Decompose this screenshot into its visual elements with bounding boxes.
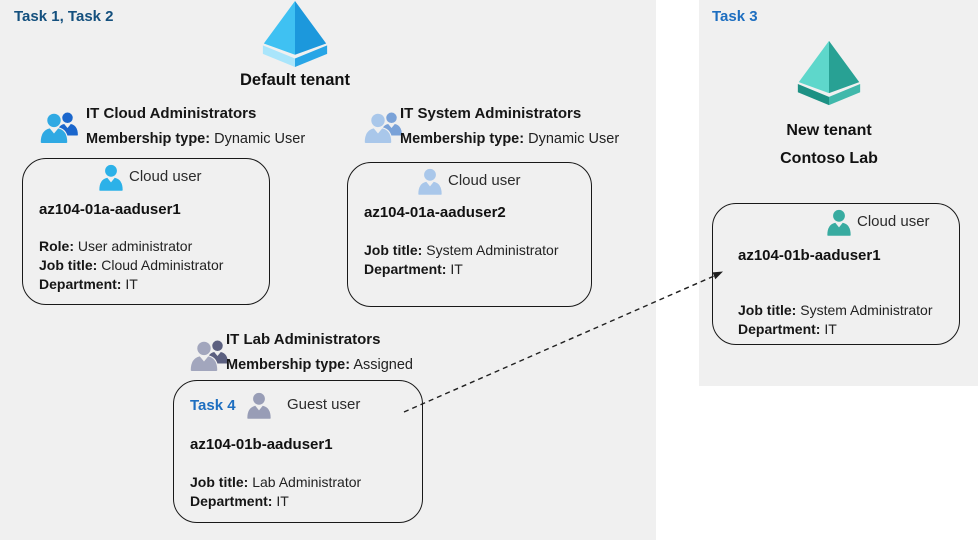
dept-line: Department: IT [738,320,933,339]
dept-line: Department: IT [39,275,223,294]
default-tenant-title: Default tenant [239,71,350,89]
guest-user-card: Task 4 Guest user az104-01b-aaduser1 Job… [173,380,423,523]
task-1-2-label: Task 1, Task 2 [14,8,114,25]
group-name-system-admins: IT System Administrators [400,105,582,122]
role-line: Role: User administrator [39,237,223,256]
username: az104-01b-aaduser1 [190,436,333,453]
user-details: Role: User administrator Job title: Clou… [39,237,223,294]
user-card-aaduser1-newtenant: Cloud user az104-01b-aaduser1 Job title:… [712,203,960,345]
job-value: Lab Administrator [252,474,362,490]
dept-label: Department: [39,276,122,292]
user-details: Job title: Lab Administrator Department:… [190,473,361,511]
dept-line: Department: IT [364,260,559,279]
user-details: Job title: System Administrator Departme… [738,301,933,339]
group-membership-system-admins: Membership type: Dynamic User [400,130,619,149]
cloud-user-icon [418,168,442,195]
job-label: Job title: [39,257,98,273]
membership-type-value: Dynamic User [214,131,306,147]
cloud-user-icon [99,164,123,191]
username: az104-01b-aaduser1 [738,247,881,264]
job-value: Cloud Administrator [101,257,224,273]
group-name-lab-admins: IT Lab Administrators [226,331,381,348]
user-type-label: Cloud user [448,172,521,189]
cloud-user-icon [827,209,851,236]
job-value: System Administrator [426,242,559,258]
job-label: Job title: [190,474,249,490]
group-icon-cloud-admins [40,112,78,143]
group-name-cloud-admins: IT Cloud Administrators [86,105,257,122]
task-4-label: Task 4 [190,397,236,414]
dept-value: IT [125,276,138,292]
membership-type-value: Assigned [353,357,413,373]
dept-value: IT [276,493,289,509]
dept-value: IT [450,261,463,277]
role-value: User administrator [77,238,193,254]
azure-tenant-icon-teal [794,40,864,106]
job-line: Job title: Cloud Administrator [39,256,223,275]
job-label: Job title: [364,242,423,258]
role-label: Role: [39,238,74,254]
default-tenant-panel: Task 1, Task 2 Default tenant IT Cloud A… [0,0,656,540]
new-tenant-panel: Task 3 New tenant Contoso Lab Cloud user… [699,0,978,386]
dept-label: Department: [364,261,447,277]
membership-type-label: Membership type: [226,357,351,373]
user-details: Job title: System Administrator Departme… [364,241,559,279]
dept-label: Department: [738,321,821,337]
new-tenant-title-line1: New tenant [786,122,872,139]
group-membership-cloud-admins: Membership type: Dynamic User [86,130,305,149]
membership-type-label: Membership type: [86,131,211,147]
task-3-label: Task 3 [712,8,758,25]
user-card-aaduser1: Cloud user az104-01a-aaduser1 Role: User… [22,158,270,305]
user-type-label: Cloud user [129,168,202,185]
job-line: Job title: Lab Administrator [190,473,361,492]
new-tenant-title-line2: Contoso Lab [780,150,878,167]
job-label: Job title: [738,302,797,318]
dept-line: Department: IT [190,492,361,511]
membership-type-value: Dynamic User [528,131,620,147]
membership-type-label: Membership type: [400,131,525,147]
group-membership-lab-admins: Membership type: Assigned [226,356,413,375]
user-card-aaduser2: Cloud user az104-01a-aaduser2 Job title:… [347,162,592,307]
job-line: Job title: System Administrator [738,301,933,320]
dept-label: Department: [190,493,273,509]
username: az104-01a-aaduser2 [364,204,506,221]
dept-value: IT [824,321,837,337]
user-type-label: Cloud user [857,213,930,230]
username: az104-01a-aaduser1 [39,201,181,218]
job-value: System Administrator [800,302,933,318]
job-line: Job title: System Administrator [364,241,559,260]
user-type-label: Guest user [287,396,361,413]
guest-user-icon [247,392,271,419]
azure-tenant-icon [259,0,331,68]
